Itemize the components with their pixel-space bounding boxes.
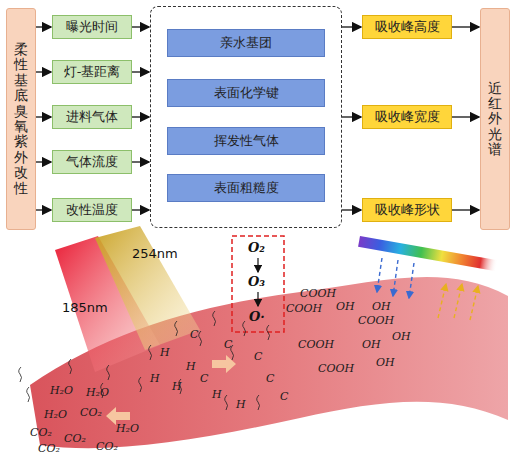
chemical-label: C — [190, 328, 198, 341]
reaction-arrow — [257, 292, 258, 306]
ozone-box — [232, 236, 284, 332]
released-species-curls — [19, 311, 270, 410]
chemical-label: C — [200, 372, 208, 385]
spectrum-feature-box: 吸收峰高度 — [362, 15, 452, 39]
species-label: O· — [249, 309, 265, 324]
wavelength-label: 185nm — [62, 300, 108, 315]
spectrum-feature-box: 吸收峰形状 — [362, 198, 452, 222]
chemical-label: COOH — [298, 338, 334, 351]
flow-arrow — [36, 26, 51, 27]
flow-arrow — [132, 26, 149, 27]
chemical-label: CO₂ — [38, 442, 60, 455]
node-text: 柔性基底臭氧紫外改性 — [14, 42, 28, 196]
chemical-label: C — [280, 390, 288, 403]
mechanism-box: 亲水基团 — [167, 29, 325, 57]
species-label: O₂ — [248, 240, 265, 255]
node-text: 吸收峰宽度 — [375, 110, 440, 125]
chemical-label: CO₂ — [96, 440, 118, 453]
factor-box: 灯-基距离 — [52, 60, 132, 84]
incident-light — [377, 258, 414, 298]
flow-arrow — [342, 26, 361, 27]
mechanism-group: 亲水基团表面化学键挥发性气体表面粗糙度 — [150, 6, 342, 228]
species-label: O₃ — [248, 274, 265, 289]
mechanism-box: 挥发性气体 — [167, 127, 325, 155]
uv-254-beam — [95, 226, 200, 350]
chemical-label: OH — [372, 300, 391, 313]
node-text: 气体流度 — [66, 155, 118, 170]
flow-arrow — [36, 71, 51, 72]
chemical-label: OH — [392, 330, 411, 343]
flow-arrow — [132, 116, 149, 117]
flow-arrow — [452, 26, 479, 27]
flow-arrow — [212, 355, 236, 373]
flow-arrow — [342, 116, 361, 117]
spectrum-feature-box: 吸收峰宽度 — [362, 105, 452, 129]
chemical-label: COOH — [358, 314, 394, 327]
node-text: 表面粗糙度 — [214, 181, 279, 196]
mechanism-box: 表面粗糙度 — [167, 174, 325, 202]
chemical-label: H — [212, 388, 222, 401]
node-text: 吸收峰形状 — [375, 203, 440, 218]
chemical-label: C — [224, 338, 232, 351]
chemical-label: COOH — [286, 302, 322, 315]
flow-arrow — [452, 116, 479, 117]
node-text: 改性温度 — [66, 203, 118, 218]
node-text: 挥发性气体 — [214, 134, 279, 149]
source-box: 柔性基底臭氧紫外改性 — [6, 8, 36, 230]
node-text: 表面化学键 — [214, 86, 279, 101]
factor-box: 曝光时间 — [52, 15, 132, 39]
chemical-label: OH — [376, 356, 395, 369]
chemical-label: COOH — [300, 287, 336, 300]
chemical-label: C — [266, 372, 274, 385]
chemical-label: CO₂ — [30, 426, 52, 439]
chemical-label: H — [236, 398, 246, 411]
chemical-label: H — [186, 360, 196, 373]
factor-box: 进料气体 — [52, 105, 132, 129]
chemical-label: H₂O — [44, 408, 67, 421]
chemical-label: COOH — [318, 362, 354, 375]
node-text: 亲水基团 — [220, 36, 272, 51]
node-text: 曝光时间 — [66, 20, 118, 35]
chemical-label: CO₂ — [64, 432, 86, 445]
chemical-label: H₂O — [86, 386, 109, 399]
chemical-label: H — [150, 372, 160, 385]
chemical-label: OH — [336, 300, 355, 313]
flow-arrow — [132, 71, 149, 72]
node-text: 吸收峰高度 — [375, 20, 440, 35]
wavelength-label: 254nm — [132, 246, 178, 261]
spectrum-bar — [358, 236, 498, 271]
chemical-label: H — [160, 346, 170, 359]
node-text: 进料气体 — [66, 110, 118, 125]
reflected-light — [438, 284, 478, 320]
flow-arrow — [342, 209, 361, 210]
factor-box: 气体流度 — [52, 150, 132, 174]
result-box: 近红外光谱 — [480, 8, 510, 230]
flow-arrow — [36, 209, 51, 210]
flow-arrow — [452, 209, 479, 210]
mechanism-box: 表面化学键 — [167, 79, 325, 107]
factor-box: 改性温度 — [52, 198, 132, 222]
flow-arrow — [132, 209, 149, 210]
node-text: 近红外光谱 — [488, 81, 502, 158]
node-text: 灯-基距离 — [64, 65, 121, 80]
chemical-label: H₂O — [50, 384, 73, 397]
flow-arrow — [132, 161, 149, 162]
reaction-arrow — [257, 258, 258, 272]
chemical-label: C — [254, 350, 262, 363]
chemical-label: H₂O — [116, 422, 139, 435]
chemical-label: CO₂ — [80, 406, 102, 419]
chemical-label: OH — [362, 338, 381, 351]
flow-arrow — [36, 116, 51, 117]
flow-arrow — [36, 161, 51, 162]
chemical-label: H — [172, 380, 182, 393]
